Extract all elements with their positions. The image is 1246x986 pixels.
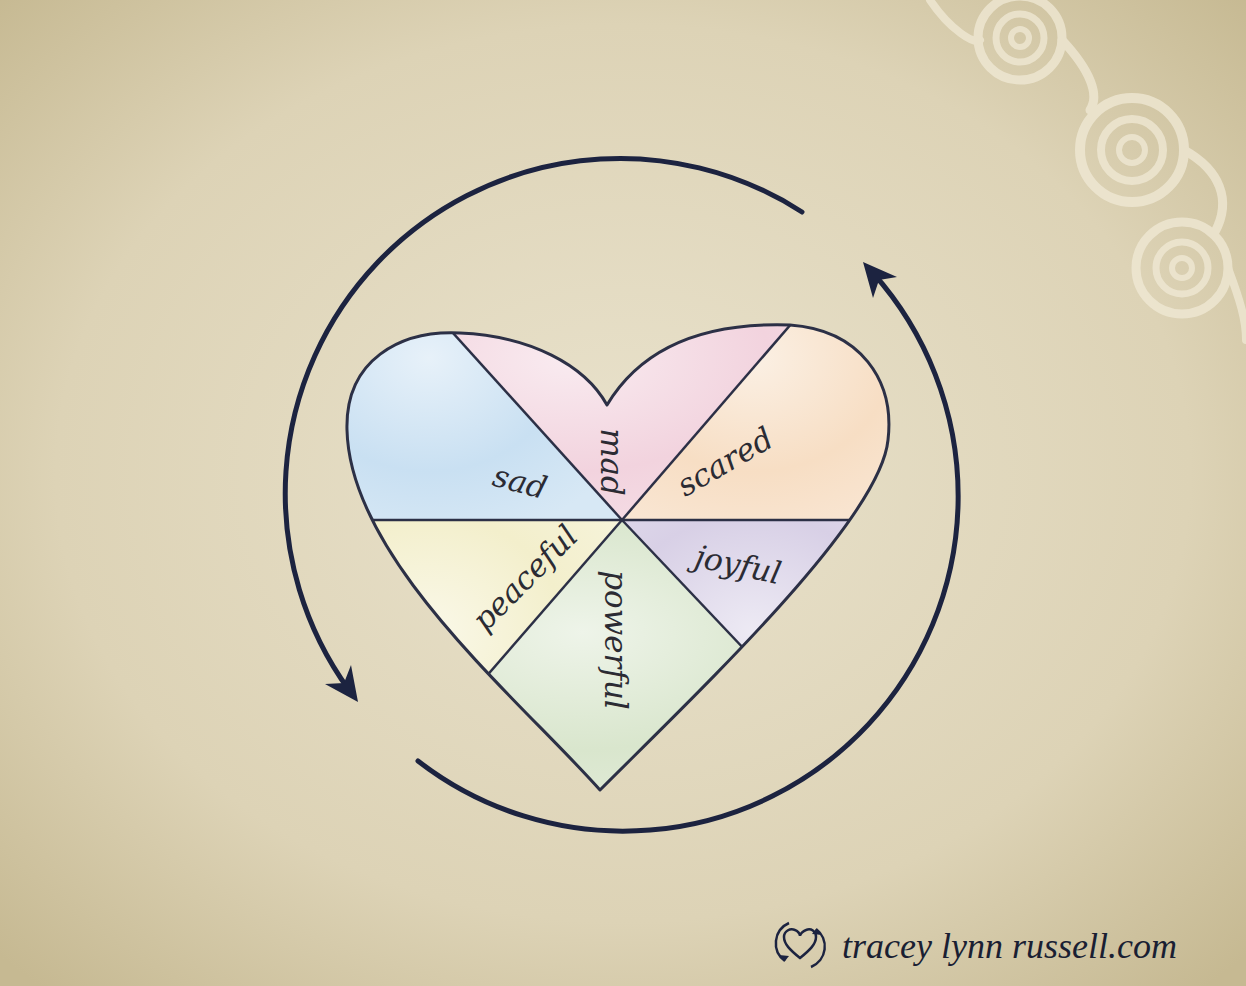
swirl <box>1101 119 1163 181</box>
arrow-head <box>863 262 897 298</box>
emotion-word: powerful <box>600 570 631 710</box>
divider-line <box>379 520 622 800</box>
swirl <box>1172 258 1192 278</box>
heart-outline <box>347 325 889 790</box>
section-shape <box>600 320 900 520</box>
logo-icon <box>776 923 825 967</box>
website-label: tracey lynn russell.com <box>842 928 1177 964</box>
divider-line <box>622 520 887 800</box>
joyful-section: joyful <box>622 520 872 660</box>
swirl <box>996 14 1044 62</box>
logo-arrow-head <box>779 955 789 961</box>
swirl <box>1080 98 1184 202</box>
logo-heart <box>784 929 816 958</box>
logo-arc <box>776 923 789 961</box>
swirl <box>1156 242 1208 294</box>
divider-line <box>622 250 855 520</box>
divider-line <box>300 519 622 522</box>
swirl <box>1011 29 1029 47</box>
swirl <box>1184 150 1223 232</box>
divider-line <box>622 519 950 522</box>
swirl <box>1228 268 1246 340</box>
divider-lines <box>300 250 950 800</box>
decorative-swirls <box>930 0 1246 340</box>
cycle-arrows <box>285 158 958 831</box>
swirl <box>1119 137 1145 163</box>
emotion-word: mad <box>596 428 627 496</box>
arrow-head <box>325 665 358 702</box>
section-fill <box>622 520 950 800</box>
swirl <box>1062 40 1094 110</box>
divider-line <box>378 250 622 520</box>
scared-section: scared <box>600 320 900 520</box>
section-shape <box>622 520 872 660</box>
logo-arc <box>811 929 825 967</box>
logo-arrow-head <box>812 929 822 935</box>
swirl <box>978 0 1062 80</box>
section-fill <box>622 250 950 520</box>
swirl <box>930 0 980 41</box>
